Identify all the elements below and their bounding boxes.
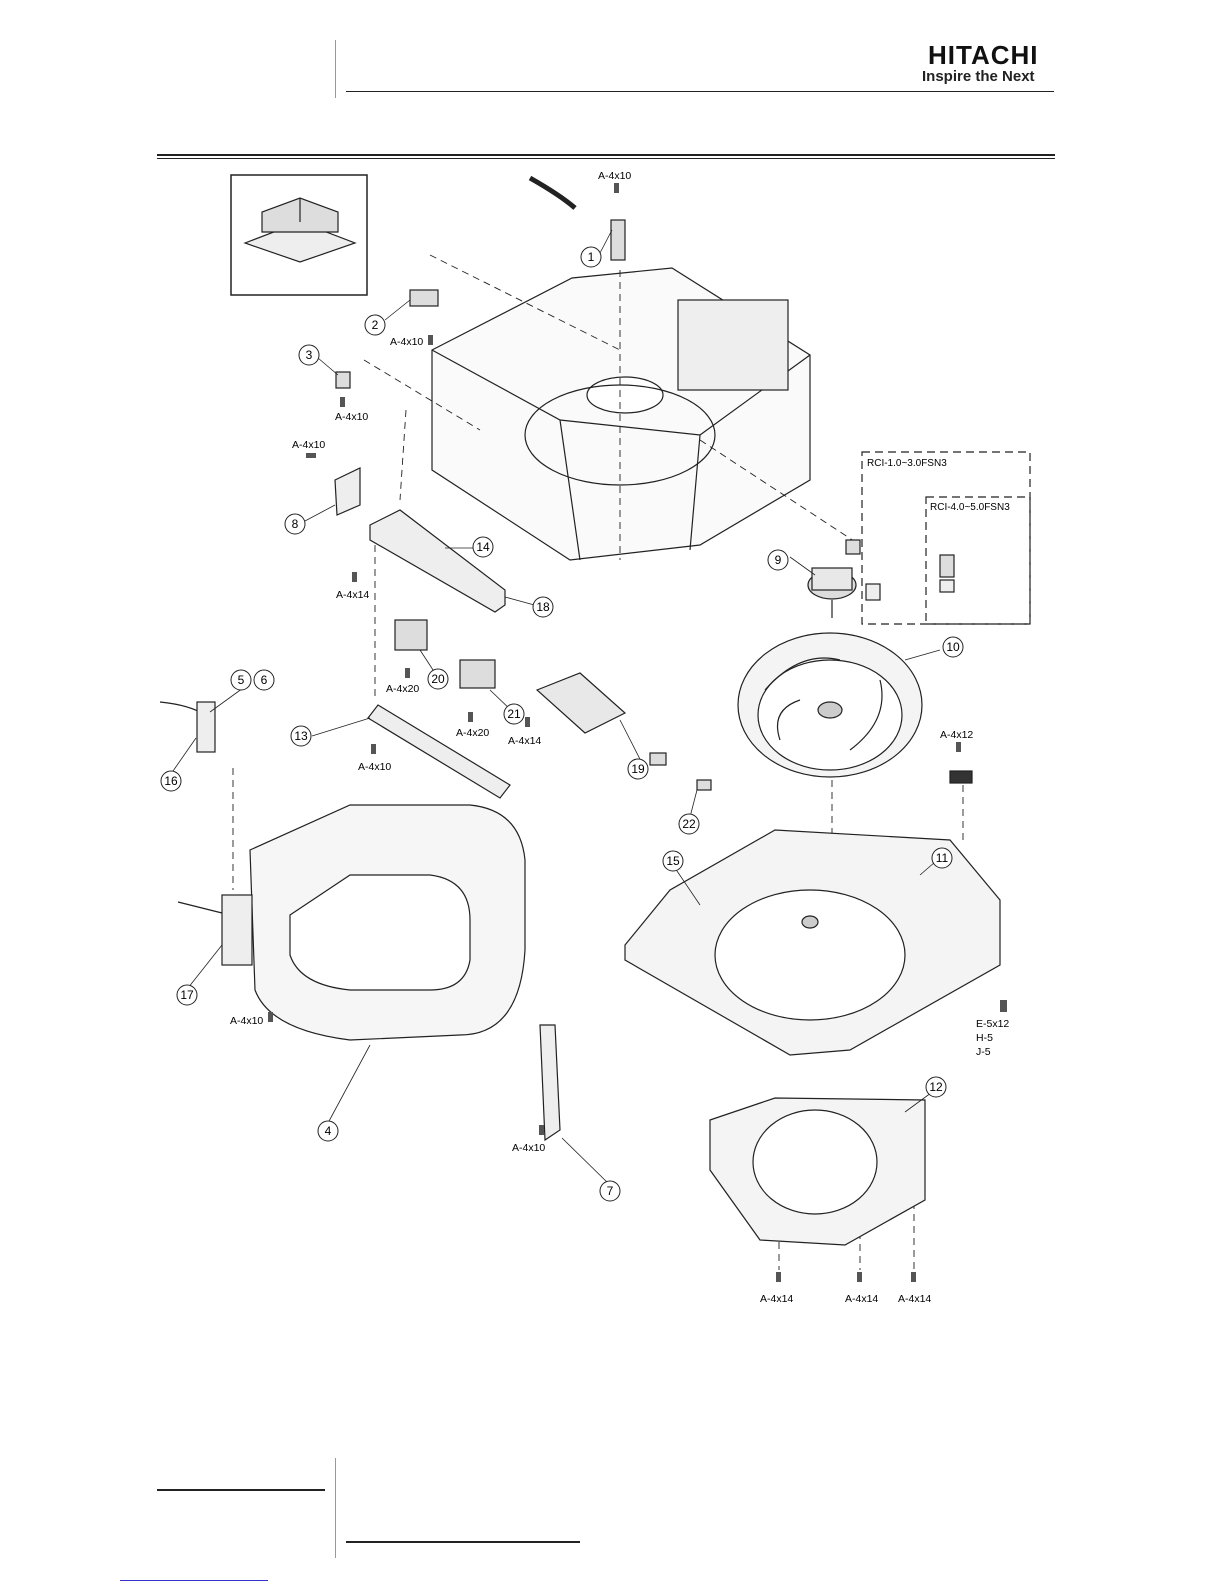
part-number-11: 11 <box>936 851 949 865</box>
part-number-19: 19 <box>631 762 645 776</box>
screw-label: E-5x12 <box>976 1018 1009 1030</box>
part-number-13: 13 <box>294 729 308 743</box>
screw-label: A-4x14 <box>508 735 541 747</box>
screw-label: A-4x10 <box>358 761 391 773</box>
turbo-fan <box>738 633 922 777</box>
footer-link-underline <box>120 1580 268 1581</box>
screw-label: A-4x10 <box>390 336 423 348</box>
connector-19 <box>650 753 666 765</box>
unit-thumbnail <box>231 175 367 295</box>
screw-label: A-4x10 <box>292 439 325 451</box>
screw-label: A-4x14 <box>898 1293 931 1305</box>
sensor-clip <box>336 372 350 388</box>
variant-box-outer <box>862 452 1030 624</box>
part-number-8: 8 <box>292 517 299 531</box>
variant-label-outer: RCI-1.0~3.0FSN3 <box>867 458 947 469</box>
part-number-4: 4 <box>325 1124 332 1138</box>
unit-casing <box>432 268 810 560</box>
part-number-16: 16 <box>164 774 178 788</box>
screw-label: A-4x14 <box>336 589 369 601</box>
screw-label: A-4x10 <box>598 170 631 182</box>
coil-header <box>222 895 252 965</box>
part-number-2: 2 <box>372 318 379 332</box>
part-number-6: 6 <box>261 673 268 687</box>
part-number-21: 21 <box>507 707 521 721</box>
screw-label: H-5 <box>976 1032 993 1044</box>
part-number-17: 17 <box>180 988 194 1002</box>
part-number-5: 5 <box>238 673 245 687</box>
bell-mouth <box>710 1098 925 1245</box>
fan-nut-cap <box>950 771 972 783</box>
mounting-bracket <box>335 468 360 515</box>
float-switch <box>410 290 438 306</box>
part-number-10: 10 <box>946 640 960 654</box>
part-number-20: 20 <box>431 672 445 686</box>
screw-label: A-4x10 <box>335 411 368 423</box>
screw-label: A-4x10 <box>512 1142 545 1154</box>
screw-label: A-4x14 <box>760 1293 793 1305</box>
footer-divider <box>335 1458 336 1558</box>
heat-exchanger-coil <box>250 805 525 1040</box>
screw-label: A-4x20 <box>456 727 489 739</box>
part-number-22: 22 <box>682 817 696 831</box>
part-number-15: 15 <box>666 854 680 868</box>
part-number-12: 12 <box>929 1080 943 1094</box>
screw-label: J-5 <box>976 1046 991 1058</box>
part-number-3: 3 <box>306 348 313 362</box>
part-number-14: 14 <box>476 540 490 554</box>
hanger-bracket <box>540 1025 560 1140</box>
screw-label: A-4x14 <box>845 1293 878 1305</box>
footer-rule-left <box>157 1489 325 1491</box>
drain-hose <box>530 178 575 208</box>
screw-label: A-4x12 <box>940 729 973 741</box>
fan-motor <box>808 540 954 618</box>
part-number-9: 9 <box>775 553 782 567</box>
sensor-holder <box>197 702 215 752</box>
drain-pipe <box>611 220 625 260</box>
cover-plate <box>368 705 510 798</box>
connector-22 <box>697 780 711 790</box>
screw-label: A-4x20 <box>386 683 419 695</box>
variant-label-inner: RCI-4.0~5.0FSN3 <box>930 502 1010 513</box>
part-number-18: 18 <box>536 600 550 614</box>
footer-rule-right <box>346 1541 580 1543</box>
part-number-1: 1 <box>588 250 595 264</box>
screw-label: A-4x10 <box>230 1015 263 1027</box>
part-number-7: 7 <box>607 1184 614 1198</box>
